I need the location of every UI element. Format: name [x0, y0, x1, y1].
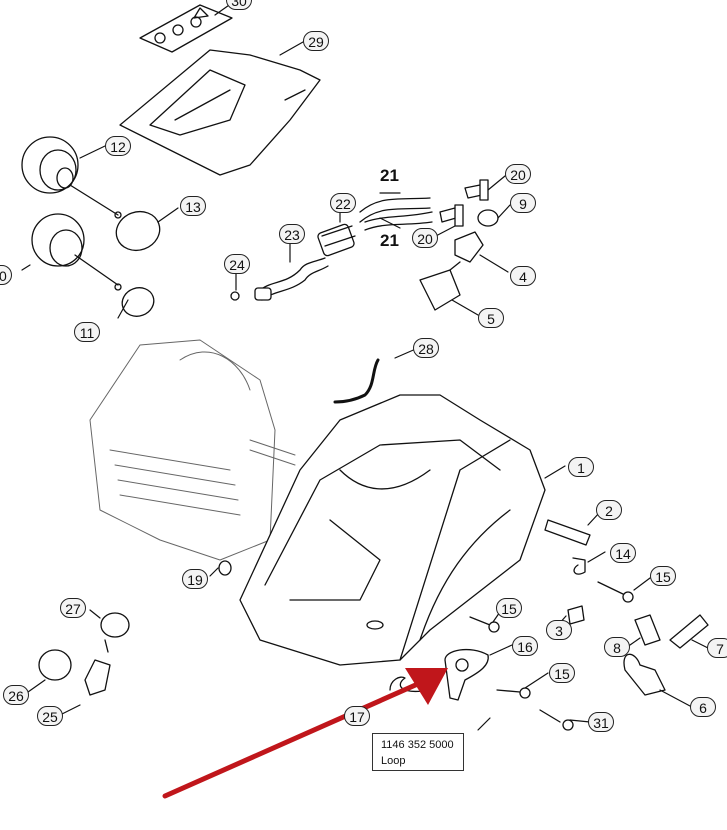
callout-23[interactable]: 23 [279, 224, 305, 244]
engine-part[interactable] [89, 339, 296, 561]
switch-part-26[interactable] [38, 649, 72, 681]
callout-20-top[interactable]: 20 [505, 164, 531, 184]
callout-1[interactable]: 1 [568, 457, 594, 477]
callout-14[interactable]: 14 [610, 543, 636, 563]
callout-12[interactable]: 12 [105, 136, 131, 156]
wiring-harness-part[interactable] [333, 358, 380, 404]
callout-20-bottom[interactable]: 20 [412, 228, 438, 248]
callout-16[interactable]: 16 [512, 636, 538, 656]
o-ring-13-part[interactable] [111, 206, 165, 257]
callout-31[interactable]: 31 [588, 712, 614, 732]
stud-part[interactable] [544, 519, 591, 546]
bracket-part[interactable] [572, 557, 586, 575]
highlight-arrow [162, 668, 448, 799]
callout-2[interactable]: 2 [596, 500, 622, 520]
lever-part-25[interactable] [84, 659, 111, 696]
callout-4[interactable]: 4 [510, 266, 536, 286]
loop-part[interactable] [444, 648, 489, 701]
callout-22[interactable]: 22 [330, 193, 356, 213]
callout-27[interactable]: 27 [60, 598, 86, 618]
hose-label-top[interactable]: 21 [380, 166, 399, 185]
warning-decal-part[interactable] [139, 4, 233, 53]
part-tooltip: 1146 352 5000 Loop [372, 733, 464, 771]
valve-part[interactable] [317, 223, 356, 257]
callout-15-middle[interactable]: 15 [496, 598, 522, 618]
callout-15-lower[interactable]: 15 [549, 663, 575, 683]
clip-part[interactable] [389, 676, 431, 692]
callout-7[interactable]: 7 [707, 638, 727, 658]
callout-19[interactable]: 19 [182, 569, 208, 589]
spacer-part[interactable] [634, 614, 661, 646]
hose-label-bottom[interactable]: 21 [380, 231, 399, 250]
starter-pulley-part[interactable] [21, 136, 122, 219]
screw-part[interactable] [469, 581, 634, 699]
elbow-connector-part[interactable] [439, 179, 489, 227]
cover-part[interactable] [119, 49, 321, 176]
callout-8[interactable]: 8 [604, 637, 630, 657]
sleeve-part[interactable] [567, 605, 585, 625]
callout-24[interactable]: 24 [224, 254, 250, 274]
callout-17[interactable]: 17 [344, 706, 370, 726]
callout-11[interactable]: 11 [74, 322, 100, 342]
grommet-19-part[interactable] [218, 560, 232, 576]
pulley-10-part[interactable] [31, 213, 122, 291]
callout-5[interactable]: 5 [478, 308, 504, 328]
callout-3[interactable]: 3 [546, 620, 572, 640]
callout-28[interactable]: 28 [413, 338, 439, 358]
callout-29[interactable]: 29 [303, 31, 329, 51]
callout-25[interactable]: 25 [37, 706, 63, 726]
elbow-part[interactable] [623, 653, 666, 696]
crankcase-part[interactable] [239, 394, 546, 666]
hose-part[interactable] [359, 197, 433, 231]
screw-31-part[interactable] [539, 709, 574, 731]
grommet-part[interactable] [477, 209, 499, 227]
callout-9[interactable]: 9 [510, 193, 536, 213]
fuel-line-part[interactable] [230, 257, 329, 301]
nipple-part[interactable] [669, 614, 709, 649]
callout-6[interactable]: 6 [690, 697, 716, 717]
tooltip-part-number: 1146 352 5000 [381, 739, 454, 751]
tooltip-part-name: Loop [381, 755, 406, 767]
o-ring-11-part[interactable] [118, 283, 158, 320]
ignition-part-27[interactable] [100, 612, 130, 653]
callout-26[interactable]: 26 [3, 685, 29, 705]
tank-vent-part[interactable] [454, 231, 484, 263]
fuel-filter-part[interactable] [419, 261, 461, 311]
callout-13[interactable]: 13 [180, 196, 206, 216]
callout-15-right[interactable]: 15 [650, 566, 676, 586]
